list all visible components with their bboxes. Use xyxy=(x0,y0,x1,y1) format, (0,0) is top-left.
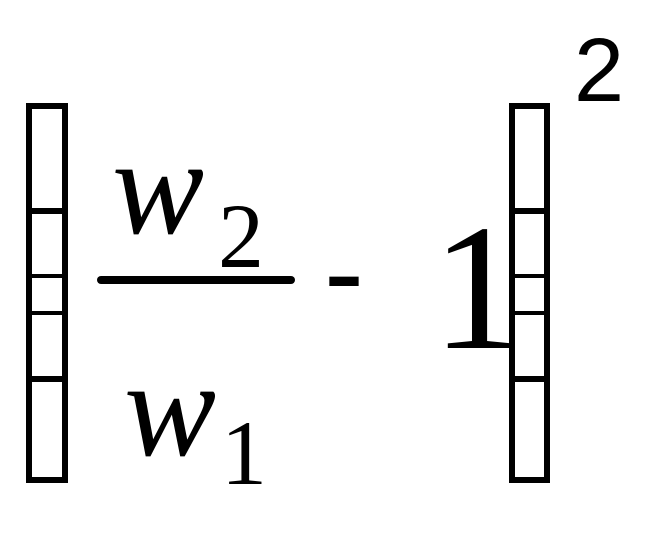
denominator-subscript: 1 xyxy=(221,402,267,504)
constant-one: 1 xyxy=(432,188,522,387)
numerator-subscript: 2 xyxy=(218,185,264,287)
exponent-two: 2 xyxy=(574,21,625,121)
left-bracket xyxy=(26,103,68,483)
right-bracket xyxy=(509,103,550,483)
left-bracket-frame xyxy=(26,103,68,483)
minus-operator: - xyxy=(324,205,364,339)
right-bracket-frame xyxy=(509,103,550,483)
denominator-variable: w xyxy=(124,332,217,485)
numerator-variable: w xyxy=(112,110,205,263)
